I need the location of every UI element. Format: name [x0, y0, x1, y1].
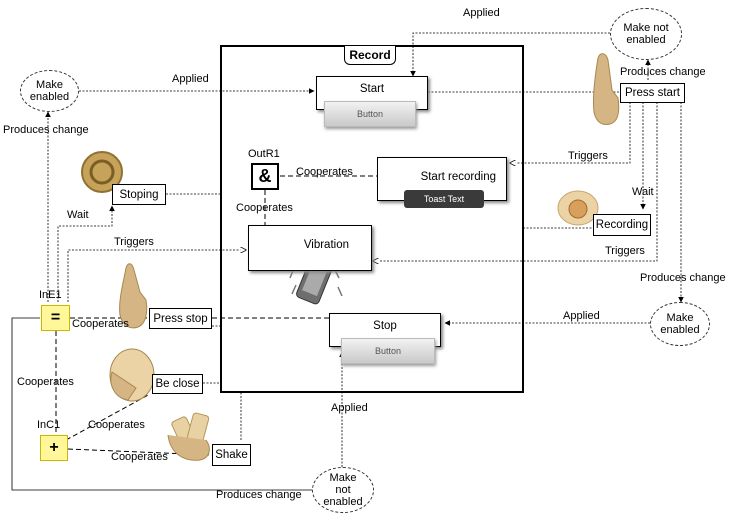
- make-not-enabled-bottom[interactable]: Make not enabled: [312, 467, 374, 513]
- edge-label-cooperates-press-stop: Cooperates: [72, 318, 129, 330]
- edge-wait-left: [57, 205, 115, 302]
- inc1-operator[interactable]: +: [40, 435, 68, 461]
- shake-phone-icon: [167, 412, 210, 461]
- lock-icon: [81, 151, 123, 193]
- start-recording-widget[interactable]: Start recording: [377, 157, 507, 201]
- ine1-operator[interactable]: =: [41, 305, 70, 331]
- edge-triggers-right2: [373, 102, 658, 261]
- edge-label-produces-change-right: Produces change: [640, 272, 726, 284]
- start-recording-label: Start recording: [420, 171, 496, 183]
- vibration-label: Vibration: [303, 239, 349, 251]
- make-enabled-left[interactable]: Make enabled: [20, 70, 79, 112]
- start-button[interactable]: Button: [324, 101, 416, 127]
- be-close-box[interactable]: Be close: [152, 374, 203, 394]
- inc1-label: InC1: [37, 419, 61, 431]
- edge-label-applied-right: Applied: [563, 310, 600, 322]
- face-hand-icon: [109, 348, 155, 402]
- edge-label-produces-change-left: Produces change: [3, 124, 89, 136]
- outr1-label: OutR1: [248, 148, 280, 160]
- edge-label-triggers-right1: Triggers: [568, 150, 608, 162]
- vibration-widget[interactable]: Vibration: [248, 225, 372, 271]
- stop-button[interactable]: Button: [341, 338, 435, 364]
- edge-cooperates-be-close: [65, 393, 151, 441]
- make-not-enabled-top[interactable]: Make not enabled: [610, 8, 682, 60]
- edge-label-applied-bottom: Applied: [331, 402, 368, 414]
- edge-label-produces-change-bottom: Produces change: [216, 489, 302, 501]
- shake-box[interactable]: Shake: [212, 444, 251, 466]
- toast-text: Toast Text: [404, 190, 484, 208]
- finger-tap-icon: [593, 53, 620, 125]
- edge-label-cooperates-outr1: Cooperates: [296, 166, 353, 178]
- make-enabled-right[interactable]: Make enabled: [650, 302, 710, 346]
- edge-label-triggers-right2: Triggers: [605, 245, 645, 257]
- press-stop-box[interactable]: Press stop: [149, 308, 212, 329]
- edge-label-wait-left: Wait: [67, 209, 89, 221]
- start-label: Start: [359, 83, 385, 95]
- record-title: Record: [344, 46, 396, 65]
- finger-stop-icon: [119, 263, 148, 329]
- stop-label: Stop: [373, 320, 397, 332]
- edge-label-cooperates-vertical: Cooperates: [236, 202, 293, 214]
- edge-triggers-right1: [510, 102, 631, 163]
- edge-label-cooperates-shake: Cooperates: [111, 451, 168, 463]
- ine1-label: InE1: [39, 289, 62, 301]
- edge-applied-top: [410, 32, 610, 77]
- edge-label-applied-top: Applied: [463, 7, 500, 19]
- record-button-icon: [557, 190, 599, 226]
- press-start-box[interactable]: Press start: [620, 83, 685, 103]
- edge-label-cooperates-be-close: Cooperates: [88, 419, 145, 431]
- edge-triggers-left: [67, 250, 246, 302]
- edge-produces-change-bottom: [11, 317, 312, 491]
- outr1-operator[interactable]: &: [251, 163, 279, 190]
- edge-label-applied-left: Applied: [172, 73, 209, 85]
- edge-label-produces-change-top: Produces change: [620, 66, 706, 78]
- stoping-box[interactable]: Stoping: [112, 184, 166, 205]
- recording-box[interactable]: Recording: [593, 214, 651, 236]
- edge-label-triggers-left: Triggers: [114, 236, 154, 248]
- edge-label-cooperates-ine-inc: Cooperates: [17, 376, 74, 388]
- edge-label-wait-right: Wait: [632, 186, 654, 198]
